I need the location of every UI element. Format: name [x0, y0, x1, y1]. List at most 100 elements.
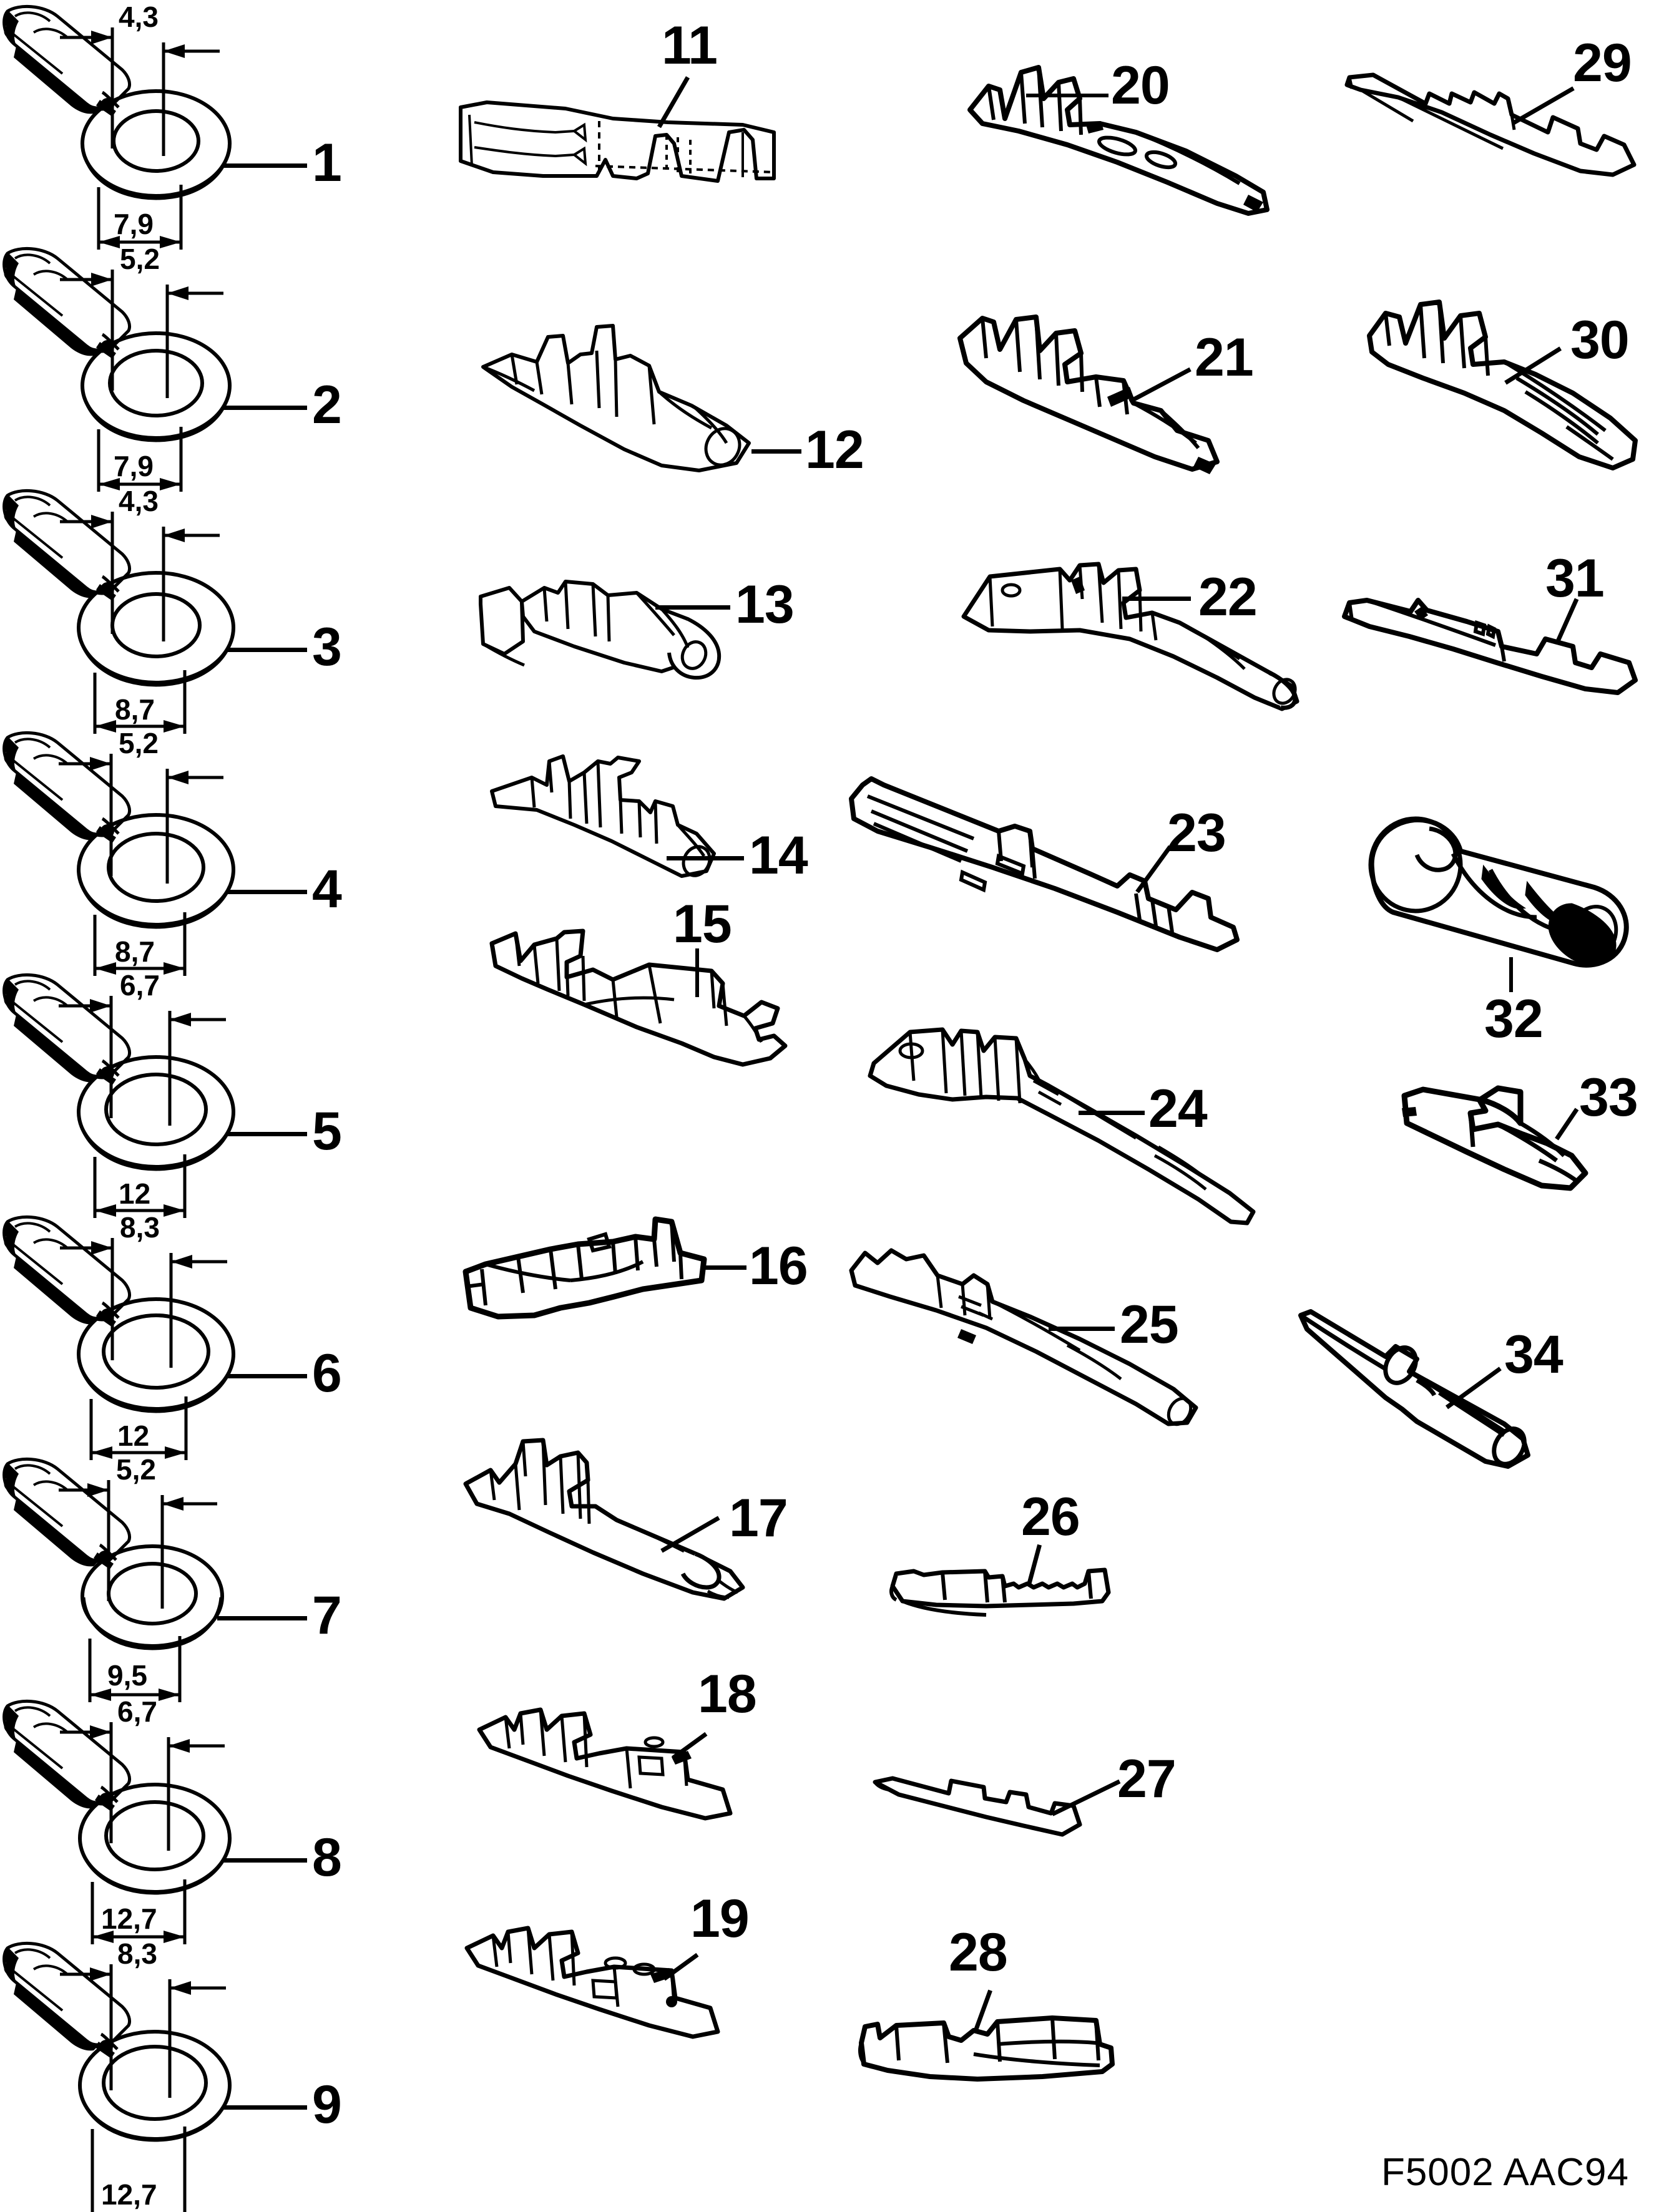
callout-number-26: 26 [1021, 1487, 1080, 1547]
dimension-lines-bottom [89, 1396, 188, 1460]
socket-terminal-drawing [487, 749, 874, 923]
dimension-lines-bottom [91, 1879, 187, 1944]
terminal-item-14: 14 [487, 749, 874, 923]
flat-terminal-drawing [868, 1766, 1255, 1891]
callout-number-12: 12 [805, 420, 864, 480]
dimension-lines-top [60, 270, 223, 398]
terminal-item-3: 4,3 8,7 3 [0, 484, 350, 734]
callout-number-1: 1 [312, 133, 342, 193]
terminal-item-29: 29 [1336, 36, 1659, 243]
callout-number-25: 25 [1120, 1295, 1179, 1355]
housing-terminal-drawing [456, 1192, 843, 1379]
dimension-lines-bottom [88, 1636, 182, 1702]
receptacle-terminal-drawing [961, 50, 1361, 225]
callout-number-27: 27 [1117, 1749, 1177, 1809]
dimension-top: 6,7 [117, 1695, 157, 1728]
flat-terminal-drawing [886, 1547, 1273, 1672]
callout-number-14: 14 [749, 826, 808, 885]
callout-number-24: 24 [1148, 1079, 1208, 1139]
ring-terminal-drawing [0, 1937, 350, 2199]
terminal-item-27: 27 [868, 1752, 1255, 1891]
callout-number-13: 13 [735, 575, 795, 635]
terminal-item-17: 17 [456, 1435, 843, 1622]
blade-terminal-drawing [462, 1916, 849, 2078]
callout-number-29: 29 [1573, 33, 1632, 93]
terminal-item-24: 24 [861, 1023, 1323, 1235]
callout-number-8: 8 [312, 1828, 342, 1888]
callout-number-34: 34 [1504, 1325, 1564, 1385]
callout-leader [226, 1374, 307, 1378]
terminal-item-25: 25 [843, 1248, 1304, 1448]
dimension-bottom: 7,9 [114, 450, 154, 482]
dimension-lines-top [59, 996, 226, 1126]
receptacle-terminal-drawing [1361, 293, 1659, 480]
ring-terminal-drawing [0, 726, 350, 976]
callout-leader [655, 605, 730, 610]
callout-leader-20 [1026, 94, 1108, 97]
dimension-lines-bottom [97, 185, 183, 250]
dimension-lines-top [60, 512, 220, 641]
pin-terminal-drawing [456, 1435, 843, 1622]
callout-number-2: 2 [312, 375, 342, 435]
dimension-top: 5,2 [119, 727, 159, 759]
flat-terminal-drawing [855, 1990, 1255, 2140]
terminal-item-9: 8,3 12,7 9 [0, 1937, 350, 2212]
dimension-lines-top [60, 1238, 227, 1368]
callout-leader [751, 449, 801, 454]
dimension-lines-top [59, 1480, 217, 1609]
terminal-item-16: 16 [456, 1192, 843, 1379]
callout-number-15: 15 [673, 894, 732, 954]
callout-number-3: 3 [312, 617, 342, 677]
terminal-item-19: 19 [462, 1892, 849, 2078]
blade-terminal-drawing [449, 62, 836, 250]
dimension-top: 8,3 [120, 1211, 160, 1244]
ring-terminal-drawing [0, 1453, 350, 1702]
callout-number-28: 28 [949, 1922, 1008, 1982]
dimension-bottom: 9,5 [107, 1659, 147, 1692]
callout-number-4: 4 [312, 859, 342, 919]
callout-number-6: 6 [312, 1343, 342, 1403]
terminal-item-2: 5,2 7,9 2 [0, 242, 350, 492]
pin-terminal-drawing [955, 562, 1379, 749]
dimension-lines-bottom [93, 1154, 187, 1218]
dimension-bottom: 12,7 [101, 2178, 157, 2211]
pin-terminal-drawing [843, 1248, 1304, 1448]
callout-leader [1122, 597, 1191, 601]
dimension-lines-bottom [93, 912, 187, 976]
receptacle-terminal-drawing [1398, 1085, 1659, 1223]
terminal-item-21: 21 [955, 312, 1354, 487]
dimension-lines-bottom [97, 427, 183, 492]
terminal-item-22: 22 [955, 562, 1379, 749]
terminal-item-6: 8,3 12 6 [0, 1211, 350, 1460]
callout-number-19: 19 [690, 1889, 750, 1949]
terminal-item-34: 34 [1298, 1309, 1659, 1473]
terminal-item-4: 5,2 8,7 4 [0, 726, 350, 976]
callout-number-33: 33 [1579, 1068, 1638, 1128]
callout-number-16: 16 [749, 1236, 808, 1296]
dimension-top: 6,7 [120, 969, 160, 1001]
pin-terminal-drawing [861, 1023, 1323, 1235]
callout-leader [226, 648, 307, 652]
terminal-item-5: 6,7 12 5 [0, 968, 350, 1218]
terminal-item-30: 30 [1361, 293, 1659, 480]
dimension-top: 4,3 [119, 485, 159, 517]
dimension-lines-top [59, 754, 223, 884]
callout-leader [705, 1265, 746, 1270]
terminal-item-12: 12 [474, 318, 864, 505]
dimension-top: 4,3 [119, 1, 159, 33]
callout-number-31: 31 [1545, 548, 1605, 608]
callout-number-18: 18 [698, 1664, 757, 1724]
blade-receptacle-drawing [843, 774, 1329, 973]
terminal-item-31: 31 [1336, 552, 1659, 749]
terminal-item-8: 6,7 12,7 8 [0, 1695, 350, 1944]
callout-number-11: 11 [662, 16, 718, 76]
terminal-item-32: 32 [1361, 811, 1659, 1046]
dimension-bottom: 12,7 [101, 1903, 157, 1935]
socket-terminal-drawing [474, 574, 861, 749]
callout-number-23: 23 [1167, 803, 1226, 863]
callout-number-17: 17 [729, 1488, 788, 1548]
cylindrical-terminal-drawing [1361, 811, 1659, 1017]
callout-number-7: 7 [312, 1586, 342, 1645]
callout-number-9: 9 [312, 2075, 342, 2135]
